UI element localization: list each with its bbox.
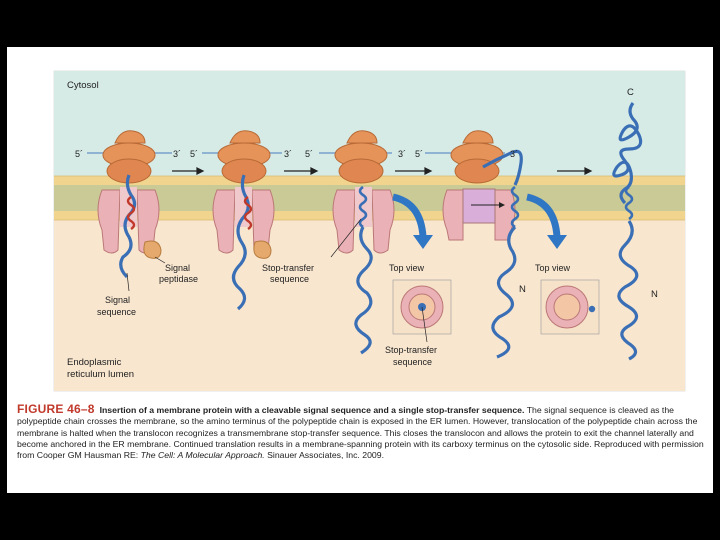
stage-5	[612, 102, 643, 361]
anchored-helix	[588, 305, 596, 313]
ribosome-lobe	[114, 130, 146, 144]
signal-peptidase	[143, 240, 162, 259]
stage-1	[97, 130, 162, 279]
membrane-insertion-diagram: Cytosol Endoplasmic reticulum lumen 5´ 3…	[53, 70, 686, 392]
stop-transfer-helix	[510, 185, 520, 229]
cytosol-label: Cytosol	[67, 80, 99, 91]
top-view-closed	[392, 279, 452, 343]
translocon	[97, 189, 160, 254]
caption-body: The signal sequence is cleaved as the po…	[17, 405, 704, 461]
figure-caption: FIGURE 46–8 Insertion of a membrane prote…	[17, 402, 707, 461]
signal-sequence	[126, 196, 136, 230]
slide: Cytosol Endoplasmic reticulum lumen 5´ 3…	[7, 47, 713, 493]
top-view-label-2: Top view	[535, 263, 571, 273]
n-terminus-label-1: N	[519, 284, 526, 295]
stage-2	[212, 130, 275, 311]
polypeptide	[119, 174, 137, 279]
signal-sequence-label-line1: Signal	[105, 295, 130, 305]
three-prime-label-4: 3´	[510, 149, 518, 159]
polypeptide	[231, 174, 250, 311]
ribosome-large	[338, 158, 384, 184]
stop-transfer2-label-line1: Stop-transfer	[385, 345, 437, 355]
lumen-label-line2: reticulum lumen	[67, 369, 134, 380]
signal-peptidase-label-line2: peptidase	[159, 274, 198, 284]
five-prime-label-4: 5´	[415, 149, 423, 159]
three-prime-label-1: 3´	[173, 149, 181, 159]
stop-transfer-helix	[358, 185, 368, 229]
signal-sequence	[243, 196, 253, 230]
polypeptide-cytosolic	[612, 102, 643, 205]
polypeptide-lumenal	[617, 220, 639, 361]
transmembrane-helix	[624, 185, 634, 221]
signal-sequence-label-line2: sequence	[97, 307, 136, 317]
top-view-arrow-1	[392, 193, 427, 238]
figure-number: FIGURE 46–8	[17, 402, 95, 416]
n-terminus-label-2: N	[651, 289, 658, 300]
lumen-label-line1: Endoplasmic	[67, 357, 122, 368]
five-prime-label-2: 5´	[190, 149, 198, 159]
stop-transfer2-label-line2: sequence	[393, 357, 432, 367]
polypeptide-cytosolic	[482, 149, 523, 186]
stage-4	[442, 130, 523, 359]
top-view-arrow-2	[526, 193, 561, 238]
caption-book-title: The Cell: A Molecular Approach.	[140, 450, 265, 461]
polypeptide-lumenal	[491, 225, 517, 359]
five-prime-label-3: 5´	[305, 149, 313, 159]
c-terminus-label: C	[627, 87, 634, 98]
three-prime-label-3: 3´	[398, 149, 406, 159]
caption-title: Insertion of a membrane protein with a c…	[99, 405, 525, 415]
signal-peptidase-label-line1: Signal	[165, 263, 190, 273]
stage-3	[332, 130, 395, 355]
caption-publisher: Sinauer Associates, Inc. 2009.	[267, 450, 384, 461]
polypeptide	[354, 226, 373, 355]
progress-arrows	[172, 167, 593, 175]
five-prime-label-1: 5´	[75, 149, 83, 159]
top-view-open	[540, 279, 600, 335]
three-prime-label-2: 3´	[284, 149, 292, 159]
stop-transfer-label-line1: Stop-transfer	[262, 263, 314, 273]
stop-transfer-label-line2: sequence	[270, 274, 309, 284]
top-view-label-1: Top view	[389, 263, 425, 273]
